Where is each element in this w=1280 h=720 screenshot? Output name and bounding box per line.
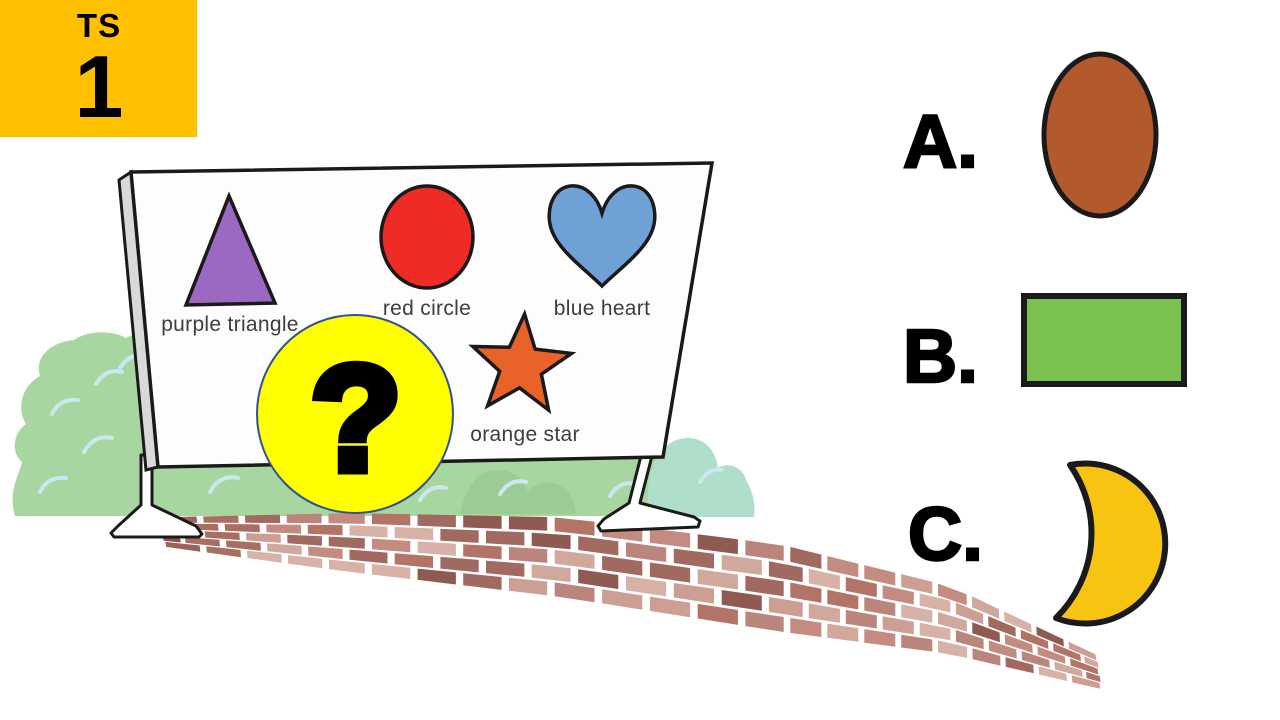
badge-background	[0, 0, 197, 137]
hedge-bumps	[460, 469, 576, 514]
brick-path	[160, 513, 1101, 689]
blue-heart-shape	[549, 186, 655, 286]
option-c-letter: C.	[908, 492, 983, 576]
red-circle-shape	[379, 184, 475, 290]
option-b-rectangle-shape[interactable]	[1021, 293, 1187, 387]
option-a[interactable]: A.	[902, 51, 1159, 219]
blue-heart-label: blue heart	[554, 297, 650, 320]
orange-star-shape	[468, 309, 577, 415]
question-circle[interactable]: ?	[256, 314, 454, 514]
badge-line1: TS	[77, 7, 121, 44]
option-a-letter: A.	[903, 99, 978, 183]
option-b-letter: B.	[903, 314, 978, 398]
option-a-oval-shape[interactable]	[1041, 51, 1159, 219]
option-c[interactable]: C.	[907, 460, 1169, 627]
question-circle-bg[interactable]	[256, 314, 454, 514]
purple-triangle-shape	[183, 191, 278, 307]
orange-star-label: orange star	[470, 423, 580, 446]
sign-left-leg	[109, 453, 204, 539]
question-mark: ?	[310, 334, 402, 502]
badge-line2: 1	[75, 37, 124, 136]
option-b[interactable]: B.	[902, 293, 1187, 399]
purple-triangle-label: purple triangle	[161, 313, 299, 336]
answer-options: A. B. C.	[902, 51, 1187, 627]
option-c-crescent-shape[interactable]	[1053, 460, 1169, 627]
red-circle-label: red circle	[383, 297, 471, 320]
slide-badge: TS 1	[0, 0, 197, 137]
sign-right-leg	[596, 446, 702, 533]
